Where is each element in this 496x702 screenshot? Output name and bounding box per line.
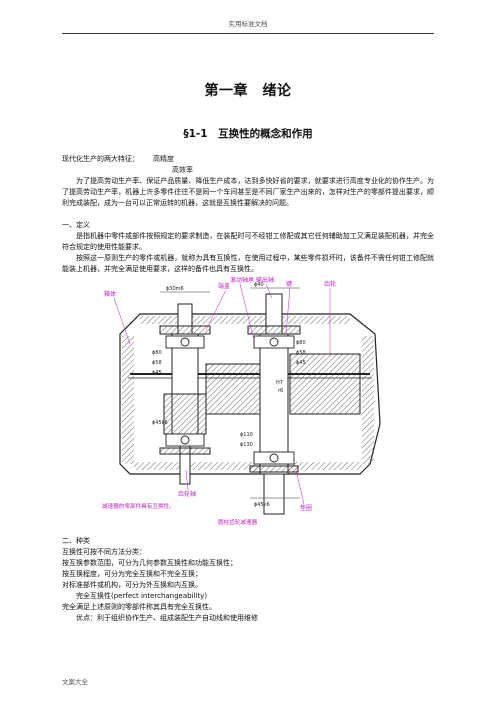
dim-d3: ϕ58	[152, 360, 162, 366]
intro-line-1: 现代化生产的两大特征： 高精度	[62, 154, 174, 165]
intro-label: 现代化生产的两大特征：	[62, 155, 139, 163]
figure-caption: 圆柱齿轮减速器	[218, 518, 258, 526]
kinds-line-3: 按互换程度，可分为完全互换和不完全互换；	[62, 570, 202, 578]
header-rule	[62, 33, 434, 34]
dim-d8: ϕ58	[296, 350, 306, 356]
dim-d14: r6	[278, 388, 283, 394]
label-gear-shaft: 齿轮轴	[178, 490, 196, 498]
kinds-line-5: 完全互换性(perfect interchangeability)	[76, 592, 208, 600]
definition-heading: 一、定义	[62, 221, 90, 229]
dim-d12: ϕ130	[240, 442, 253, 448]
page-header: 实用标准文档	[228, 20, 268, 28]
label-box: 箱体	[104, 290, 116, 298]
housing-wall-right	[362, 336, 374, 464]
dimension-lines	[160, 287, 300, 499]
kinds-heading: 二、种类	[62, 537, 90, 545]
dim-d9: ϕ45	[296, 360, 306, 366]
label-output-shaft: 输出轴	[256, 276, 274, 284]
definition-paragraph-2: 按照这一原则生产的零件或机器，就称为具有互换性，在使用过程中，某些零件损坏时，该…	[62, 254, 434, 273]
chapter-title: 第一章 绪论	[204, 83, 292, 99]
section-title: §1-1 互换性的概念和作用	[183, 128, 313, 140]
figure-note: 减速器的零部件具有互换性。	[102, 502, 175, 510]
kinds-line-1: 互换性可按不同方法分类：	[62, 548, 146, 556]
leader-lines	[113, 283, 331, 505]
feature-high-precision: 高精度	[153, 155, 174, 163]
end-caps	[159, 325, 301, 473]
label-gear: 齿轮	[324, 280, 336, 288]
definition-paragraph-1: 是指机器中零件或部件按照规定的要求制造，在装配时可不经钳工修配或其它任何辅助加工…	[62, 232, 434, 251]
dim-d7: ϕ40	[254, 282, 264, 288]
kinds-line-2: 按互换参数范围，可分为几何参数互换性和功能互换性；	[62, 559, 237, 567]
housing-wall-top	[140, 316, 350, 324]
dim-d10: ϕ110	[240, 432, 253, 438]
gear-reducer-figure: ϕ30m6 ϕ80 ϕ58 ϕ45 ϕ45k6 ϕ80 ϕ40 ϕ58 ϕ45 …	[102, 276, 381, 526]
label-end-cap: 端盖	[218, 282, 230, 290]
dim-d4: ϕ45	[152, 370, 162, 376]
housing-wall-left	[122, 336, 134, 464]
kinds-line-6: 完全满足上述原则的零部件称其具有完全互换性。	[62, 603, 216, 611]
label-key: 键	[286, 280, 292, 288]
gear-large	[205, 353, 361, 415]
dim-d2: ϕ80	[152, 350, 162, 356]
dim-d13: H7	[276, 380, 283, 386]
output-shaft	[259, 293, 289, 515]
page-footer: 文案大全	[62, 678, 88, 686]
label-shim: 垫圈	[300, 504, 312, 512]
housing-wall-bottom	[134, 462, 362, 470]
kinds-line-4: 对标准部件或机构，可分为外互换和内互换。	[62, 581, 202, 589]
rolling-bearings	[165, 335, 295, 465]
kinds-line-7: 优点：利于组织协作生产、组成装配生产自动线和使用维修	[76, 614, 258, 622]
dim-d11: ϕ45k6	[254, 502, 270, 508]
label-rolling-bearing: 滚动轴承	[230, 276, 254, 284]
dim-d1: ϕ30m6	[166, 286, 184, 292]
paragraph-intro: 为了提高劳动生产率、保证产品质量、降低生产成本，达到多快好省的要求，就要求进行高…	[62, 177, 434, 207]
dim-d6: ϕ80	[296, 340, 306, 346]
feature-high-efficiency: 高效率	[172, 166, 193, 174]
dim-d5: ϕ45k6	[152, 420, 168, 426]
